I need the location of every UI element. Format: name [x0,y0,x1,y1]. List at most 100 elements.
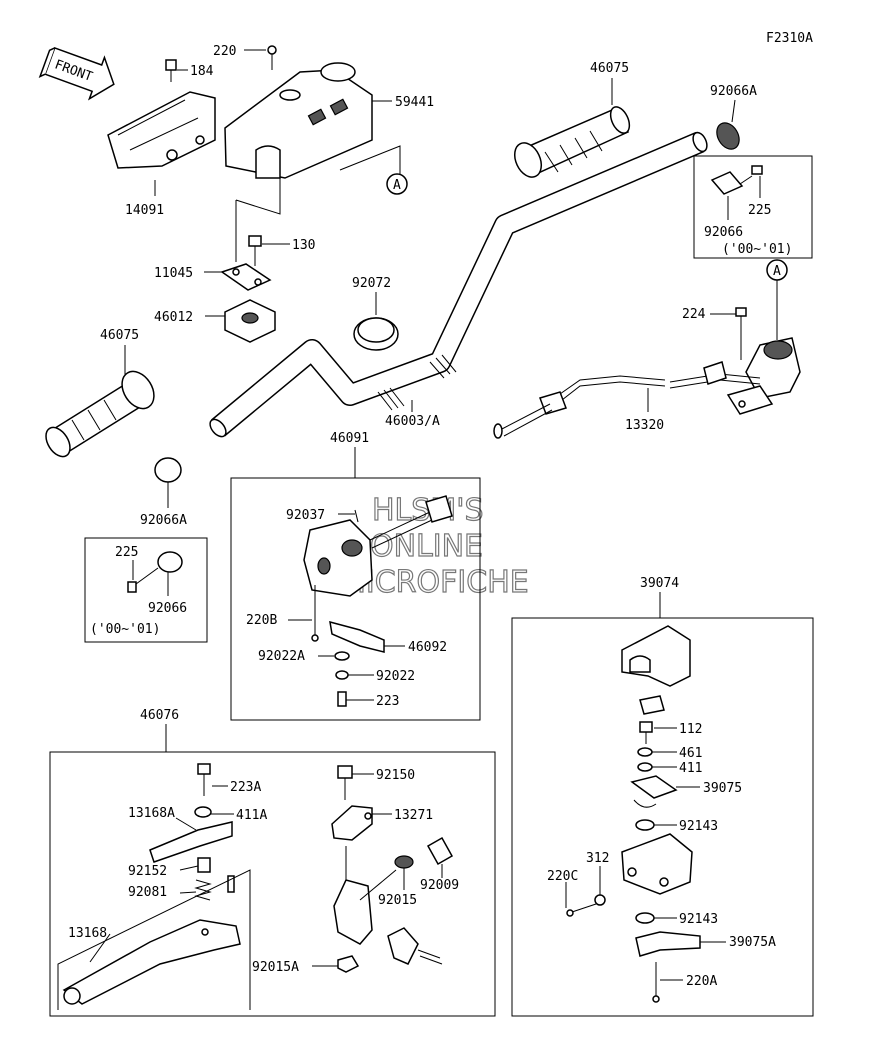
part-46092-label: 46092 [408,640,447,655]
part-225-top-label: 225 [748,203,771,218]
bolt-223a [197,763,228,796]
part-220a-label: 220A [686,974,717,989]
watermark-line-2: ONLINE [370,529,483,564]
bracket-13168a [149,817,233,863]
detail-box-top-right [693,155,813,259]
part-220-label: 220 [213,44,236,59]
cover-59441 [224,62,373,179]
part-92022-label: 92022 [376,669,415,684]
part-220c-label: 220C [547,869,578,884]
part-92015a-label: 92015A [252,960,299,975]
band-92072 [353,292,399,351]
part-92009-label: 92009 [420,878,459,893]
part-92022a-label: 92022A [258,649,305,664]
part-39074-label: 39074 [640,576,679,591]
part-13168-label: 13168 [68,926,107,941]
part-13271-label: 13271 [394,808,433,823]
bushing-92152 [179,857,211,873]
lever-holder [621,833,693,895]
part-223a-label: 223A [230,780,261,795]
year-note-top: ('00~'01) [722,242,792,257]
part-46076-label: 46076 [140,708,179,723]
watermark: HLSM'S ONLINE MICROFICHE [339,492,529,600]
washer-92143-b [635,912,655,924]
part-223-label: 223 [376,694,399,709]
washer-411a [194,806,212,818]
bolt-112 [639,721,677,744]
lever-39075a [635,931,726,957]
part-92072-label: 92072 [352,276,391,291]
washer-92143-a [635,819,655,831]
handguard-14091 [107,91,216,169]
lever-13168 [62,919,241,1005]
part-312-label: 312 [586,851,609,866]
detail-box-left [84,537,208,643]
screw-223 [337,691,374,707]
screw-220c [565,882,597,917]
brake-lever-group-box [511,617,814,1017]
screw-220b [288,585,319,642]
weight-92066-top [710,165,763,220]
throttle-assembly [710,307,801,415]
part-92066a-top-label: 92066A [710,84,757,99]
part-46003a-label: 46003/A [385,414,440,429]
part-461-label: 461 [679,746,702,761]
clamp-bolt-130 [248,235,290,266]
part-411a-label: 411A [236,808,267,823]
bolt-184 [165,59,177,82]
nut-92015 [394,855,414,890]
clip-part [639,695,665,715]
handlebar-46003a [209,131,708,438]
part-92143-b-label: 92143 [679,912,718,927]
grip-right-46075 [513,78,631,178]
part-92066-left-label: 92066 [148,601,187,616]
part-46012-label: 46012 [154,310,193,325]
bracket-13271 [331,805,392,841]
part-411-label: 411 [679,761,702,776]
washer-92022 [335,670,349,680]
plate-11045 [204,263,272,291]
switch-92009 [426,836,454,878]
cable-13320 [493,361,761,439]
part-92015-label: 92015 [378,893,417,908]
part-46075-top-label: 46075 [590,61,629,76]
part-11045-label: 11045 [154,266,193,281]
screw-224 [735,307,747,317]
washer-411 [637,762,653,772]
switch-46091 [303,495,453,597]
watermark-line-1: HLSM'S [372,493,484,528]
part-184-label: 184 [190,64,214,79]
part-14091-label: 14091 [125,203,164,218]
part-46091-label: 46091 [330,431,369,446]
front-arrow-icon: FRONT [38,46,115,101]
part-92150-label: 92150 [376,768,415,783]
screw-220a [652,962,683,1003]
lever-46092 [329,620,405,653]
part-92143-a-label: 92143 [679,819,718,834]
part-39075a-label: 39075A [729,935,776,950]
spring-92081 [179,875,235,901]
part-225-left-label: 225 [115,545,138,560]
part-59441-label: 59441 [395,95,434,110]
grip-left-46075 [45,345,155,458]
screw-220 [267,45,277,70]
part-224-label: 224 [682,307,706,322]
figure-code: F2310A [766,31,813,46]
nut-461 [637,747,653,757]
part-13168a-label: 13168A [128,806,175,821]
part-92066-top-label: 92066 [704,225,743,240]
callout-a-top [386,173,408,195]
cover-39074 [621,625,691,687]
part-130-label: 130 [292,238,315,253]
year-note-left: ('00~'01) [90,622,160,637]
part-46075-left-label: 46075 [100,328,139,343]
clutch-lever-group-box [49,751,496,1017]
part-92081-label: 92081 [128,885,167,900]
part-92066a-left-label: 92066A [140,513,187,528]
clutch-bracket [333,846,443,965]
switch-group-box [230,477,481,721]
bolt-92150 [337,765,374,800]
weight-92066-left [127,551,183,596]
nut-312 [594,866,606,906]
